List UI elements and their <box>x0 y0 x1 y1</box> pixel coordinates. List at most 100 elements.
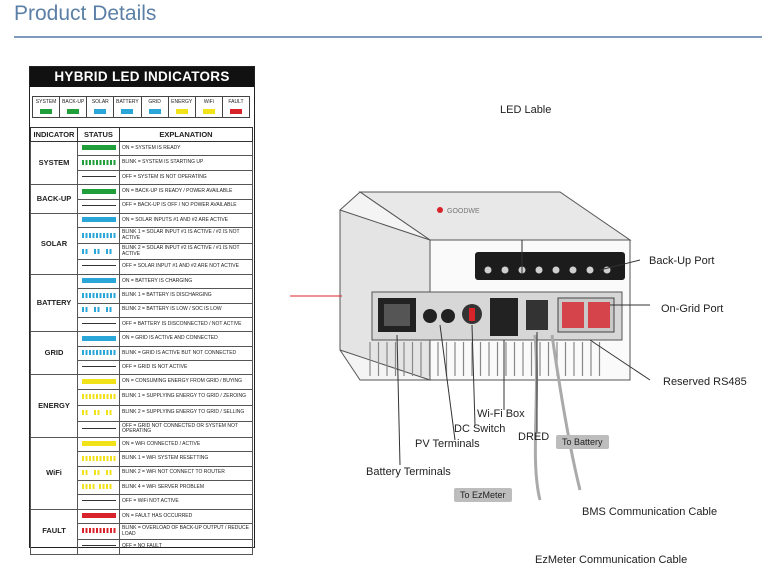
legend-cell: ENERGY <box>169 97 196 117</box>
status-off-line <box>81 265 116 267</box>
explanation-cell: ON = SYSTEM IS READY <box>119 140 253 157</box>
led-strip <box>475 252 625 280</box>
ongrid-port-block <box>588 302 610 328</box>
explanation-cell: OFF = GRID NOT CONNECTED OR SYSTEM NOT O… <box>119 420 253 438</box>
explanation-cell: OFF = GRID IS NOT ACTIVE <box>119 360 253 376</box>
status-cell <box>77 227 120 245</box>
indicator-name: BACK-UP <box>30 184 78 214</box>
explanation-cell: ON = FAULT HAS OCCURRED <box>119 508 253 525</box>
device-led <box>501 266 509 274</box>
status-off-line <box>81 500 116 502</box>
explanation-cell: ON = CONSUMING ENERGY FROM GRID / BUYING <box>119 374 253 390</box>
led-table-row: BLINK 1 = SUPPLYING ENERGY TO GRID / ZER… <box>31 388 253 406</box>
ezmeter-cable <box>533 334 542 501</box>
status-cell <box>77 508 120 525</box>
status-on-bar <box>81 378 116 384</box>
status-blink-bar <box>81 528 116 534</box>
status-cell <box>77 404 120 422</box>
legend-label: SOLAR <box>91 99 109 105</box>
status-cell <box>77 374 120 390</box>
status-off-line <box>81 545 116 547</box>
status-blink-bar <box>81 394 116 400</box>
tag-to-ezmeter: To EzMeter <box>454 488 512 502</box>
device-led <box>552 266 560 274</box>
label-pv-terminals: PV Terminals <box>415 438 480 450</box>
status-blink-bar <box>81 248 116 254</box>
wifi-box <box>490 298 518 336</box>
header-status: STATUS <box>77 127 120 142</box>
status-cell <box>77 316 120 333</box>
legend-cell: BACK-UP <box>60 97 88 117</box>
indicator-name: SYSTEM <box>30 140 78 186</box>
explanation-cell: ON = GRID IS ACTIVE AND CONNECTED <box>119 331 253 347</box>
legend-swatch <box>148 109 161 114</box>
status-on-bar <box>81 145 116 151</box>
status-off-line <box>81 366 116 368</box>
status-cell <box>77 155 120 171</box>
dc-switch-knob <box>469 308 475 321</box>
status-cell <box>77 243 120 261</box>
status-blink-bar <box>81 306 116 312</box>
indicator-name: SOLAR <box>30 212 78 275</box>
label-ezmeter-cable: EzMeter Communication Cable <box>535 554 688 566</box>
status-cell <box>77 302 120 318</box>
status-blink-bar <box>81 484 116 490</box>
status-on-bar <box>81 335 116 341</box>
backup-port-block <box>562 302 584 328</box>
explanation-cell: ON = BATTERY IS CHARGING <box>119 273 253 290</box>
explanation-cell: OFF = NO FAULT <box>119 539 253 555</box>
led-table-row: SYSTEM ON = SYSTEM IS READY <box>30 140 253 186</box>
led-table-row: SOLAR ON = SOLAR INPUTS #1 AND #2 ARE ACT… <box>30 212 253 275</box>
explanation-cell: ON = SOLAR INPUTS #1 AND #2 ARE ACTIVE <box>119 212 253 229</box>
label-wifi-box: Wi-Fi Box <box>477 408 525 420</box>
label-reserved-rs485: Reserved RS485 <box>663 376 747 388</box>
explanation-cell: OFF = WiFi NOT ACTIVE <box>119 494 253 510</box>
legend-swatch <box>40 109 53 114</box>
device-led <box>569 266 577 274</box>
legend-swatch <box>67 109 80 114</box>
label-dc-switch: DC Switch <box>454 423 506 435</box>
bms-cable <box>550 334 582 491</box>
status-cell <box>77 331 120 347</box>
led-table-row: BLINK = OVERLOAD OF BACK-UP OUTPUT / RED… <box>31 523 253 541</box>
status-on-bar <box>81 278 116 284</box>
legend-label: FAULT <box>228 99 244 105</box>
status-on-bar <box>81 441 116 447</box>
label-backup-port: Back-Up Port <box>649 255 715 267</box>
explanation-cell: ON = BACK-UP IS READY / POWER AVAILABLE <box>119 184 253 200</box>
status-cell <box>77 345 120 362</box>
legend-swatch <box>202 109 215 114</box>
status-blink-bar <box>81 159 116 165</box>
device-led <box>535 266 543 274</box>
explanation-cell: BLINK 2 = BATTERY IS LOW / SOC IS LOW <box>119 302 253 318</box>
led-table-row: BLINK 2 = BATTERY IS LOW / SOC IS LOW <box>31 302 253 318</box>
legend-cell: BATTERY <box>114 97 142 117</box>
indicator-name: ENERGY <box>30 374 78 438</box>
status-cell <box>77 388 120 406</box>
brand-logo-icon <box>437 207 443 213</box>
legend-label: GRID <box>148 99 161 105</box>
led-table-row: OFF = GRID NOT CONNECTED OR SYSTEM NOT O… <box>31 420 253 438</box>
label-bms-cable: BMS Communication Cable <box>582 506 718 518</box>
status-cell <box>77 259 120 275</box>
legend-label: WiFi <box>203 99 214 105</box>
led-table-row: BLINK 2 = SUPPLYING ENERGY TO GRID / SEL… <box>31 404 253 422</box>
pv-terminal-2 <box>441 309 455 323</box>
status-off-line <box>81 322 116 324</box>
status-cell <box>77 169 120 186</box>
device-led <box>586 266 594 274</box>
device-led <box>484 266 492 274</box>
status-blink-bar <box>81 470 116 476</box>
page-title: Product Details <box>14 2 157 25</box>
status-cell <box>77 436 120 453</box>
legend-cell: GRID <box>142 97 169 117</box>
explanation-cell: OFF = BATTERY IS DISCONNECTED / NOT ACTI… <box>119 316 253 333</box>
label-ongrid-port: On-Grid Port <box>661 303 724 315</box>
status-cell <box>77 420 120 438</box>
label-dred: DRED <box>518 431 550 443</box>
